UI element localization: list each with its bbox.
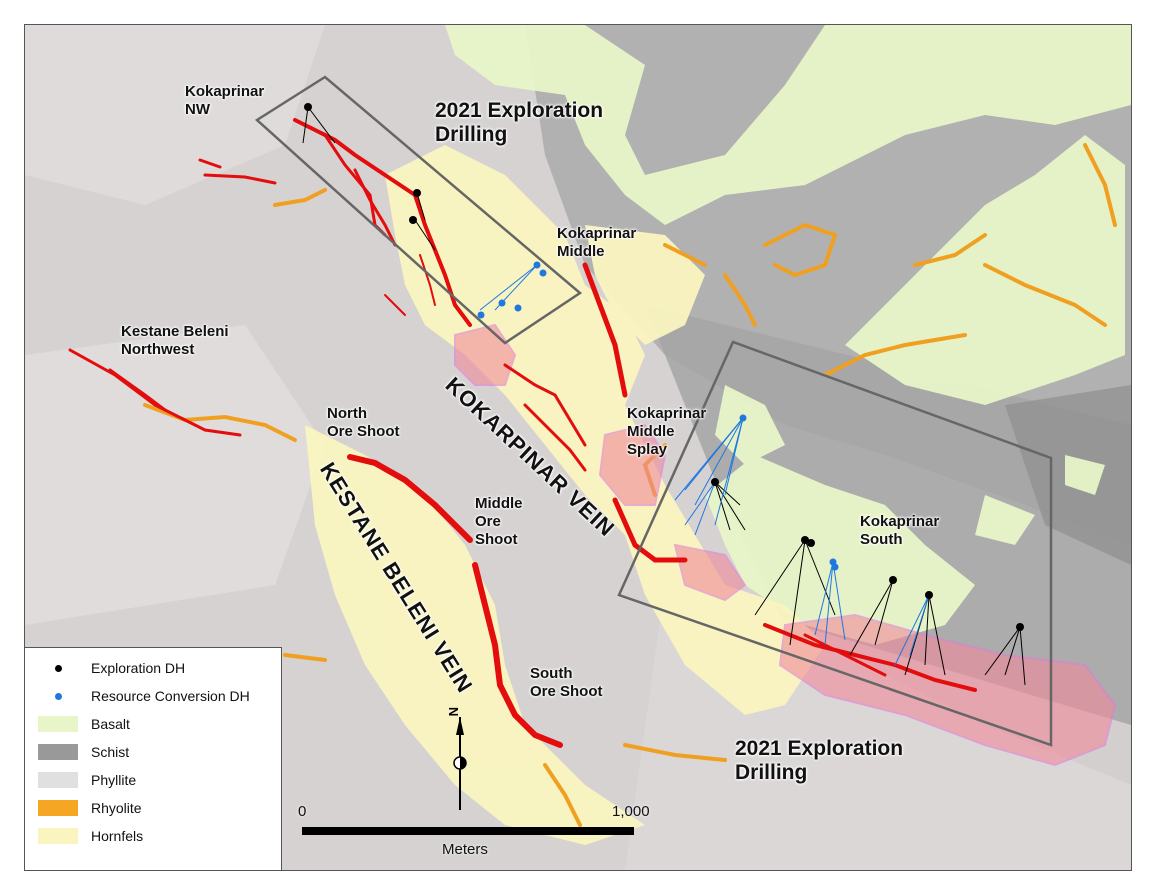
legend-item-basalt: Basalt [35,712,130,736]
scale-end: 1,000 [612,803,650,820]
north-arrow: N [445,705,475,815]
basalt-swatch [38,716,78,732]
map-legend: Exploration DH Resource Conversion DH Ba… [25,647,282,870]
geology-basalt [445,25,1131,645]
drill-traces [302,103,1026,686]
scale-bar: 0 1,000 Meters [298,803,650,863]
scale-start: 0 [298,803,307,820]
legend-item-hornfels: Hornfels [35,824,143,848]
exploration-dh-symbol [54,664,62,672]
hornfels-swatch [38,828,78,844]
legend-item-exploration-dh: Exploration DH [35,656,185,680]
north-letter: N [446,707,461,716]
rhyolite-swatch [38,800,78,816]
schist-swatch [38,744,78,760]
map-canvas [25,25,1131,870]
scale-bar-line [302,827,634,835]
legend-item-phyllite: Phyllite [35,768,136,792]
veins [68,118,977,748]
phyllite-swatch [38,772,78,788]
scale-unit: Meters [442,841,488,858]
drill-areas [254,75,1053,747]
legend-item-rhyolite: Rhyolite [35,796,142,820]
legend-item-schist: Schist [35,740,129,764]
ore-zones [454,323,1117,767]
legend-item-resource-conversion-dh: Resource Conversion DH [35,684,250,708]
resource-conversion-dh-symbol [54,692,62,700]
